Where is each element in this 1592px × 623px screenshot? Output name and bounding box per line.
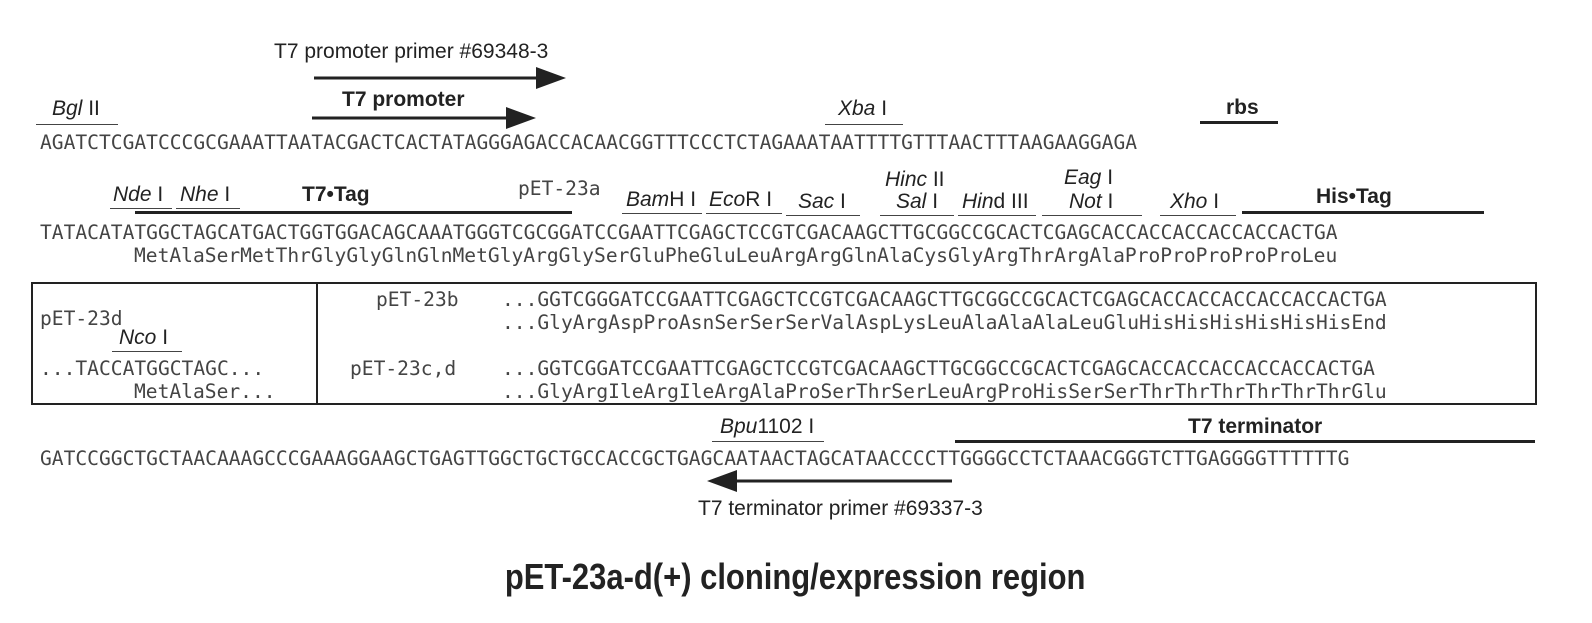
- pet-23b-nucleotides: ...GGTCGGGATCCGAATTCGAGCTCCGTCGACAAGCTTG…: [502, 288, 1387, 311]
- his-tag-bar: [1242, 211, 1484, 214]
- bgl-ii-site-label: Bgl II: [52, 97, 100, 120]
- xba-i-site-rule: [825, 124, 903, 125]
- variant-box: [31, 282, 1537, 405]
- xho-i-site-rule: [1160, 215, 1236, 216]
- bpu1102-i-site-label: Bpu1102 I: [720, 415, 815, 438]
- bamh-i-site-label: BamH I: [626, 188, 697, 211]
- xho-i-site-label: Xho I: [1170, 190, 1220, 213]
- ecor-i-site-label: EcoR I: [709, 188, 773, 211]
- eag-i-site-label: Eag I: [1064, 166, 1114, 189]
- diagram-title: pET-23a-d(+) cloning/expression region: [504, 556, 1086, 597]
- t7-promoter-primer-arrow: [314, 67, 566, 89]
- sequence-row-bottom: GATCCGGCTGCTAACAAAGCCCGAAAGGAAGCTGAGTTGG…: [40, 447, 1350, 470]
- t7-terminator-primer-arrow: [707, 470, 952, 492]
- pet-23d-translation: MetAlaSer...: [134, 380, 276, 403]
- sequence-row-1: AGATCTCGATCCCGCGAAATTAATACGACTCACTATAGGG…: [40, 131, 1138, 154]
- ecor-i-site-rule: [706, 213, 782, 214]
- hinc-ii-site-label: Hinc II: [885, 168, 945, 191]
- bamh-i-site-rule: [622, 213, 702, 214]
- hind-iii-site-rule: [958, 215, 1036, 216]
- translation-row-2: MetAlaSerMetThrGlyGlyGlnGlnMetGlyArgGlyS…: [134, 244, 1338, 267]
- pet-23b-translation: ...GlyArgAspProAsnSerSerSerValAspLysLeuA…: [502, 311, 1387, 334]
- not-i-site-rule: [1042, 215, 1142, 216]
- rbs-label: rbs: [1226, 96, 1259, 119]
- t7-tag-bar: [135, 211, 572, 214]
- variant-box-divider: [316, 282, 318, 403]
- pet-23a-label: pET-23a: [518, 177, 601, 200]
- bpu1102-i-site-rule: [712, 441, 824, 442]
- rbs-bar: [1200, 121, 1278, 124]
- nco-i-site-rule: [112, 351, 182, 352]
- pet-23cd-label: pET-23c,d: [350, 357, 457, 380]
- pet-23cd-nucleotides: ...GGTCGGATCCGAATTCGAGCTCCGTCGACAAGCTTGC…: [502, 357, 1375, 380]
- pet-23b-label: pET-23b: [376, 288, 459, 311]
- sac-i-site-label: Sac I: [798, 190, 846, 213]
- t7-terminator-label: T7 terminator: [1188, 415, 1323, 438]
- sal-i-site-label: Sal I: [896, 190, 939, 213]
- sal-i-site-rule: [880, 215, 954, 216]
- pet-23d-nucleotides: ...TACCATGGCTAGC...: [40, 357, 265, 380]
- t7-promoter-label: T7 promoter: [342, 88, 465, 111]
- t7-promoter-arrow: [312, 107, 536, 129]
- sac-i-site-rule: [786, 215, 860, 216]
- pet-23d-label: pET-23d: [40, 307, 123, 330]
- sequence-row-2: TATACATATGGCTAGCATGACTGGTGGACAGCAAATGGGT…: [40, 221, 1338, 244]
- t7-tag-label: T7•Tag: [302, 183, 370, 206]
- his-tag-label: His•Tag: [1316, 185, 1392, 208]
- t7-terminator-bar: [955, 440, 1535, 443]
- pet-23cd-translation: ...GlyArgIleArgIleArgAlaProSerThrSerLeuA…: [502, 380, 1387, 403]
- bgl-ii-site-rule: [36, 124, 118, 125]
- nhe-i-site-label: Nhe I: [180, 183, 231, 206]
- not-i-site-label: Not I: [1069, 190, 1114, 213]
- xba-i-site-label: Xba I: [838, 97, 888, 120]
- nco-i-site-label: Nco I: [119, 326, 169, 349]
- t7-terminator-primer-label: T7 terminator primer #69337-3: [698, 497, 983, 520]
- hind-iii-site-label: Hind III: [962, 190, 1029, 213]
- nhe-i-site-rule: [176, 208, 240, 209]
- nde-i-site-label: Nde I: [113, 183, 164, 206]
- t7-promoter-primer-label: T7 promoter primer #69348-3: [274, 40, 549, 63]
- nde-i-site-rule: [110, 208, 172, 209]
